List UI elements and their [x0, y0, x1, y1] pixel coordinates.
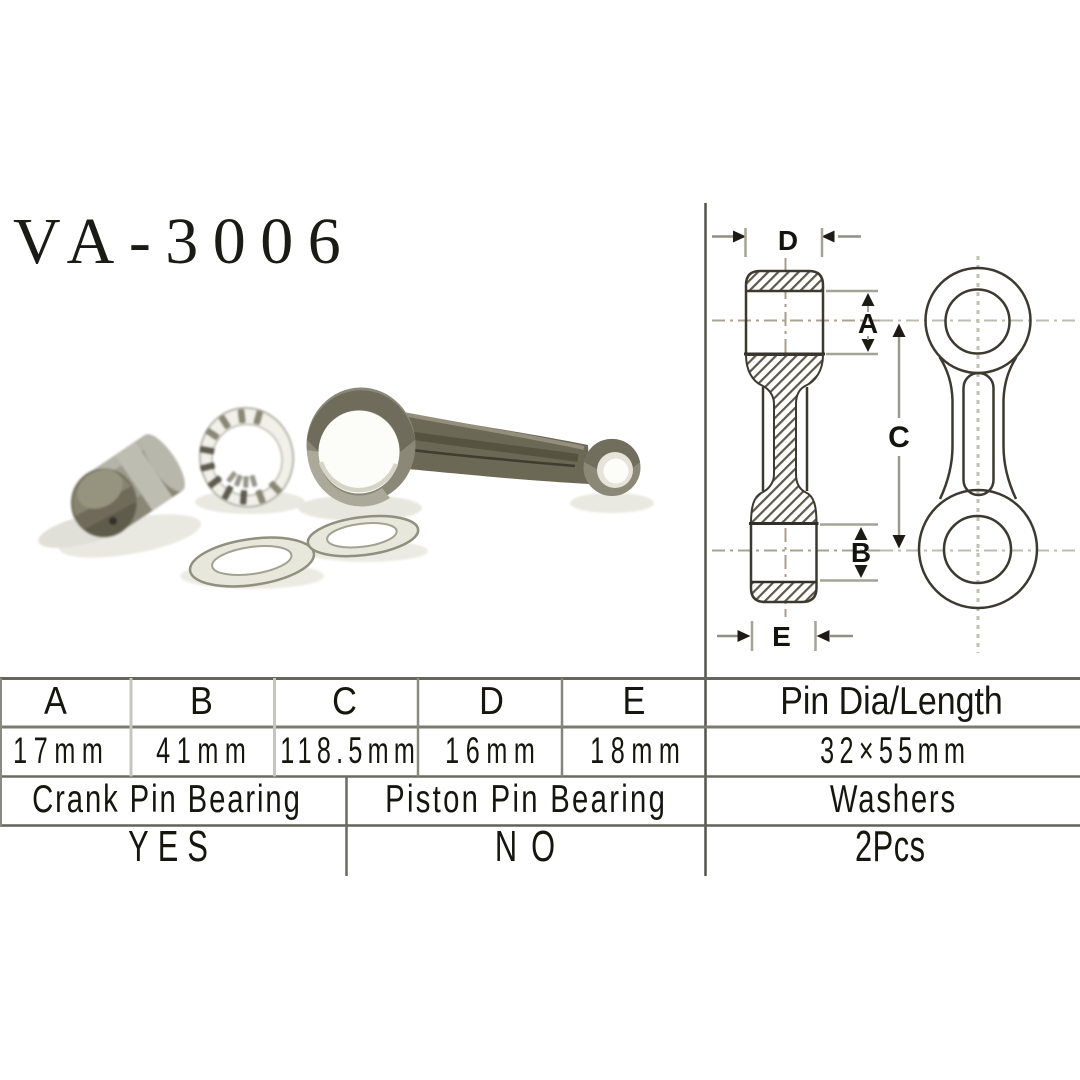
svg-text:NO: NO [495, 823, 555, 872]
svg-text:41mm: 41mm [156, 729, 246, 771]
svg-text:B: B [851, 537, 871, 568]
svg-text:D: D [778, 225, 798, 256]
svg-text:18mm: 18mm [590, 729, 680, 771]
svg-text:Piston Pin Bearing: Piston Pin Bearing [385, 778, 665, 821]
svg-text:17mm: 17mm [13, 729, 103, 771]
svg-text:E: E [772, 621, 791, 652]
svg-text:YES: YES [128, 823, 208, 872]
svg-text:D: D [479, 679, 504, 723]
svg-text:Pin Dia/Length: Pin Dia/Length [780, 679, 1003, 723]
svg-text:C: C [332, 679, 357, 723]
svg-text:B: B [190, 679, 213, 723]
svg-text:A: A [858, 308, 878, 339]
svg-text:Washers: Washers [830, 778, 955, 821]
svg-text:118.5mm: 118.5mm [280, 729, 415, 771]
svg-text:C: C [888, 421, 910, 454]
svg-text:Crank Pin Bearing: Crank Pin Bearing [32, 778, 300, 821]
svg-text:A: A [44, 679, 67, 723]
svg-text:32×55mm: 32×55mm [820, 729, 965, 771]
svg-text:E: E [623, 679, 646, 723]
svg-text:16mm: 16mm [445, 729, 535, 771]
svg-text:2Pcs: 2Pcs [855, 823, 925, 872]
